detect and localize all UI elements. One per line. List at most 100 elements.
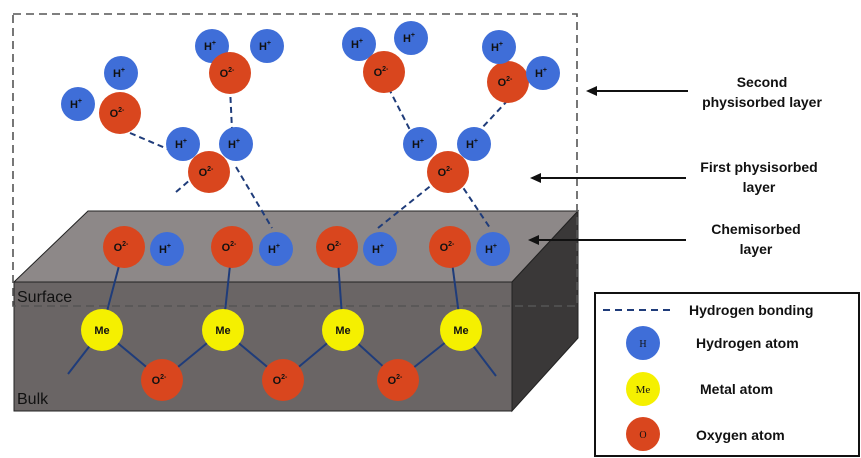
chemisorbed-arrowhead: [528, 235, 539, 245]
second-layer-label-line1: Second: [737, 74, 788, 90]
legend-oxygen-label: Oxygen atom: [696, 427, 785, 443]
atom-circle: [150, 232, 184, 266]
atom-circle: [316, 226, 358, 268]
atom-h-first-right-b: H+: [457, 127, 491, 161]
legend-metal-swatch: [626, 372, 660, 406]
atom-circle: [427, 151, 469, 193]
legend-oxygen-symbol: O: [639, 430, 646, 441]
first-layer-arrowhead: [530, 173, 541, 183]
legend-hydrogen-symbol: H: [639, 339, 646, 350]
atom-symbol: O2-: [498, 76, 513, 89]
atom-h-chem-3: H+: [363, 232, 397, 266]
atom-symbol: O2-: [438, 166, 453, 179]
atom-h-second-rc-b: H+: [394, 21, 428, 55]
atom-circle: [202, 309, 244, 351]
atom-h-second-rc-a: H+: [342, 27, 376, 61]
atom-symbol: O2-: [388, 374, 403, 387]
atom-circle: [141, 359, 183, 401]
layer-annotations: Second physisorbed layer First physisorb…: [528, 74, 822, 257]
atom-circle: [363, 51, 405, 93]
atom-circle: [394, 21, 428, 55]
first-layer-label-line1: First physisorbed: [700, 159, 817, 175]
atom-symbol: O2-: [327, 241, 342, 254]
atom-symbol: H+: [228, 138, 240, 151]
atom-circle: [188, 151, 230, 193]
atom-o-bulk-3: O2-: [377, 359, 419, 401]
atom-symbol: O2-: [114, 241, 129, 254]
atom-circle: [476, 232, 510, 266]
atom-circle: [429, 226, 471, 268]
atom-o-bulk-2: O2-: [262, 359, 304, 401]
atom-circle: [61, 87, 95, 121]
atom-symbol: H+: [175, 138, 187, 151]
atom-symbol: Me: [335, 325, 350, 337]
atom-circle: [322, 309, 364, 351]
atom-circle: [440, 309, 482, 351]
legend-metal-symbol: Me: [636, 384, 651, 396]
chemisorbed-label-line1: Chemisorbed: [711, 221, 800, 237]
atom-symbol: Me: [94, 325, 109, 337]
atom-circle: [103, 226, 145, 268]
atom-circle: [166, 127, 200, 161]
atom-circle: [262, 359, 304, 401]
atom-h-chem-1: H+: [150, 232, 184, 266]
atom-symbol: O2-: [199, 166, 214, 179]
atom-circle: [342, 27, 376, 61]
legend-hbond-label: Hydrogen bonding: [689, 302, 813, 318]
atom-symbol: O2-: [374, 66, 389, 79]
atom-o-chem-2: O2-: [211, 226, 253, 268]
atom-symbol: H+: [204, 40, 216, 53]
atom-symbol: H+: [259, 40, 271, 53]
atom-symbol: O2-: [152, 374, 167, 387]
atom-symbol: Me: [453, 325, 468, 337]
chemisorbed-label-line2: layer: [740, 241, 773, 257]
atom-symbol: O2-: [440, 241, 455, 254]
physisorbed-region-outline: [12, 13, 578, 307]
atom-circle: [482, 30, 516, 64]
atom-circle: [99, 92, 141, 134]
atom-circle: [377, 359, 419, 401]
atom-circle: [487, 61, 529, 103]
atom-circle: [211, 226, 253, 268]
atom-symbol: H+: [412, 138, 424, 151]
atom-symbol: H+: [70, 98, 82, 111]
atoms-layer: H+ H+ O2- H+ H+ O2- H+ H+ O2- O2- H+ H+ H+ H+ O2- H+ H+ O…: [61, 21, 560, 401]
atom-o-chem-4: O2-: [429, 226, 471, 268]
atom-symbol: H+: [466, 138, 478, 151]
atom-me-2: Me: [202, 309, 244, 351]
atom-symbol: Me: [215, 325, 230, 337]
atom-circle: [104, 56, 138, 90]
atom-circle: [259, 232, 293, 266]
atom-h-second-center-b: H+: [250, 29, 284, 63]
second-layer-arrowhead: [586, 86, 597, 96]
atom-h-chem-4: H+: [476, 232, 510, 266]
atom-h-second-left-b: H+: [104, 56, 138, 90]
atom-symbol: H+: [535, 67, 547, 80]
atom-symbol: O2-: [273, 374, 288, 387]
atom-symbol: O2-: [220, 67, 235, 80]
atom-symbol: H+: [403, 32, 415, 45]
atom-symbol: H+: [268, 243, 280, 256]
second-layer-label-line2: physisorbed layer: [702, 94, 822, 110]
atom-o-bulk-1: O2-: [141, 359, 183, 401]
atom-circle: [81, 309, 123, 351]
atom-o-second-rc: O2-: [363, 51, 405, 93]
atom-h-first-left-b: H+: [219, 127, 253, 161]
atom-me-4: Me: [440, 309, 482, 351]
atom-symbol: H+: [372, 243, 384, 256]
atom-symbol: O2-: [222, 241, 237, 254]
atom-symbol: H+: [113, 67, 125, 80]
atom-h-second-left-a: H+: [61, 87, 95, 121]
atom-circle: [403, 127, 437, 161]
atom-h-chem-2: H+: [259, 232, 293, 266]
surface-label: Surface: [17, 289, 72, 306]
atom-o-second-center: O2-: [209, 52, 251, 94]
atom-o-chem-3: O2-: [316, 226, 358, 268]
atom-circle: [219, 127, 253, 161]
atom-symbol: H+: [351, 38, 363, 51]
legend-oxygen-swatch: [626, 417, 660, 451]
atom-circle: [250, 29, 284, 63]
atom-o-first-right: O2-: [427, 151, 469, 193]
legend: Hydrogen bonding H Hydrogen atom Me Meta…: [594, 292, 860, 457]
